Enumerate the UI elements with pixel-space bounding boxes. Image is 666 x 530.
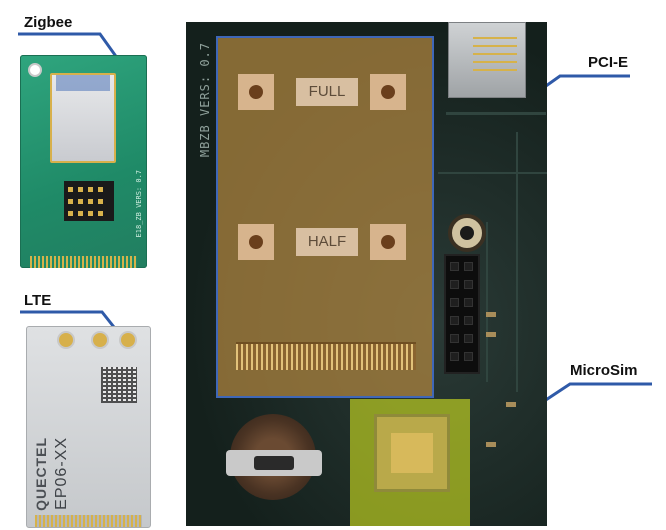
zigbee-silkscreen: E18_ZB VERS: 0.7 [135,170,143,238]
antenna-connector [57,331,75,349]
zigbee-label: Zigbee [24,14,73,31]
lte-brand: QUECTEL [33,437,49,511]
lte-card: QUECTEL EP06-XX [26,326,151,528]
antenna-connector [119,331,137,349]
battery-clip [226,450,322,476]
main-board: MBZB VERS: 0.7 FULL HALF [186,22,547,526]
pin-header [64,181,114,221]
mounting-hole [28,63,42,77]
edge-connector [35,515,142,527]
mounting-screw [448,214,486,252]
mounting-pad [238,74,274,110]
antenna-connector [91,331,109,349]
board-version-text: MBZB VERS: 0.7 [198,42,212,158]
microsim-label: MicroSim [570,362,638,379]
pcie-highlight-area: FULL HALF [216,36,434,398]
pin-header [444,254,480,374]
lte-label: LTE [24,292,52,309]
pcie-slot [236,342,416,370]
mounting-pad [238,224,274,260]
microsim-holder [374,414,450,492]
pcie-label: PCI-E [588,54,629,71]
sd-card-slot [448,22,526,98]
full-size-label: FULL [296,78,358,106]
mounting-pad [370,224,406,260]
edge-connector [30,256,137,268]
mounting-pad [370,74,406,110]
zigbee-card: E18_ZB VERS: 0.7 [20,55,147,268]
antenna-trace [56,75,110,91]
lte-model: EP06-XX [53,437,70,510]
qr-code [101,367,137,403]
half-size-label: HALF [296,228,358,256]
